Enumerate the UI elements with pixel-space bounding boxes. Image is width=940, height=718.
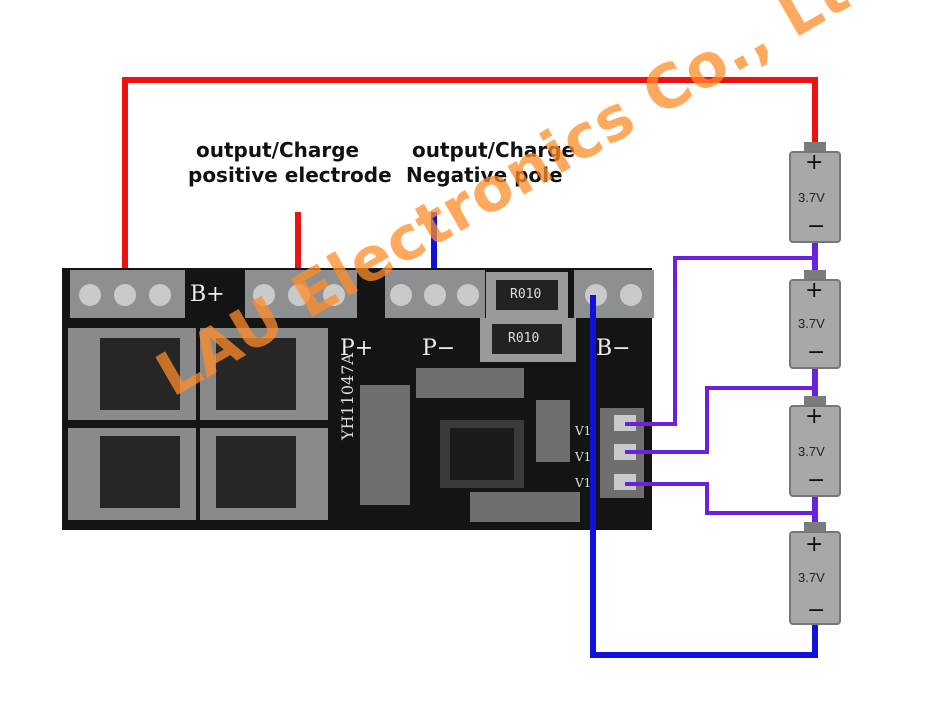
battery-1-minus: − (807, 214, 826, 239)
resistor-1-label: R010 (510, 287, 542, 302)
sense-resistors (480, 272, 576, 362)
positive-label-line2: positive electrode (188, 163, 392, 187)
positive-wire (122, 77, 818, 295)
battery-4-voltage: 3.7V (798, 570, 825, 585)
battery-3-plus: + (805, 404, 824, 429)
battery-1-plus: + (805, 150, 824, 175)
battery-4-minus: − (807, 598, 826, 623)
terminal-p-minus-label: P− (422, 336, 456, 361)
battery-4-plus: + (805, 532, 824, 557)
negative-label-line1: output/Charge (412, 138, 576, 162)
battery-2-minus: − (807, 340, 826, 365)
battery-2-plus: + (805, 278, 824, 303)
board-model-label: YH11047A (338, 353, 357, 440)
terminal-p-plus-label: P+ (340, 336, 374, 361)
pin-v2-label: V1 (575, 450, 592, 464)
mosfets (68, 328, 328, 520)
small-components (360, 368, 644, 522)
balance-wires (625, 256, 815, 515)
positive-label-line1: output/Charge (196, 138, 360, 162)
battery-cells (789, 142, 841, 625)
terminal-b-plus-label: B+ (190, 282, 225, 307)
negative-wire (590, 295, 818, 658)
protection-ic (440, 420, 524, 488)
terminal-pads (70, 270, 654, 318)
pin-v3-label: V1 (575, 476, 592, 490)
terminal-b-minus-label: B− (596, 336, 631, 361)
pin-v1-label: V1 (575, 424, 592, 438)
battery-2-voltage: 3.7V (798, 316, 825, 331)
battery-3-voltage: 3.7V (798, 444, 825, 459)
negative-label-line2: Negative pole (406, 163, 563, 187)
battery-3-minus: − (807, 468, 826, 493)
battery-1-voltage: 3.7V (798, 190, 825, 205)
resistor-2-label: R010 (508, 331, 540, 346)
